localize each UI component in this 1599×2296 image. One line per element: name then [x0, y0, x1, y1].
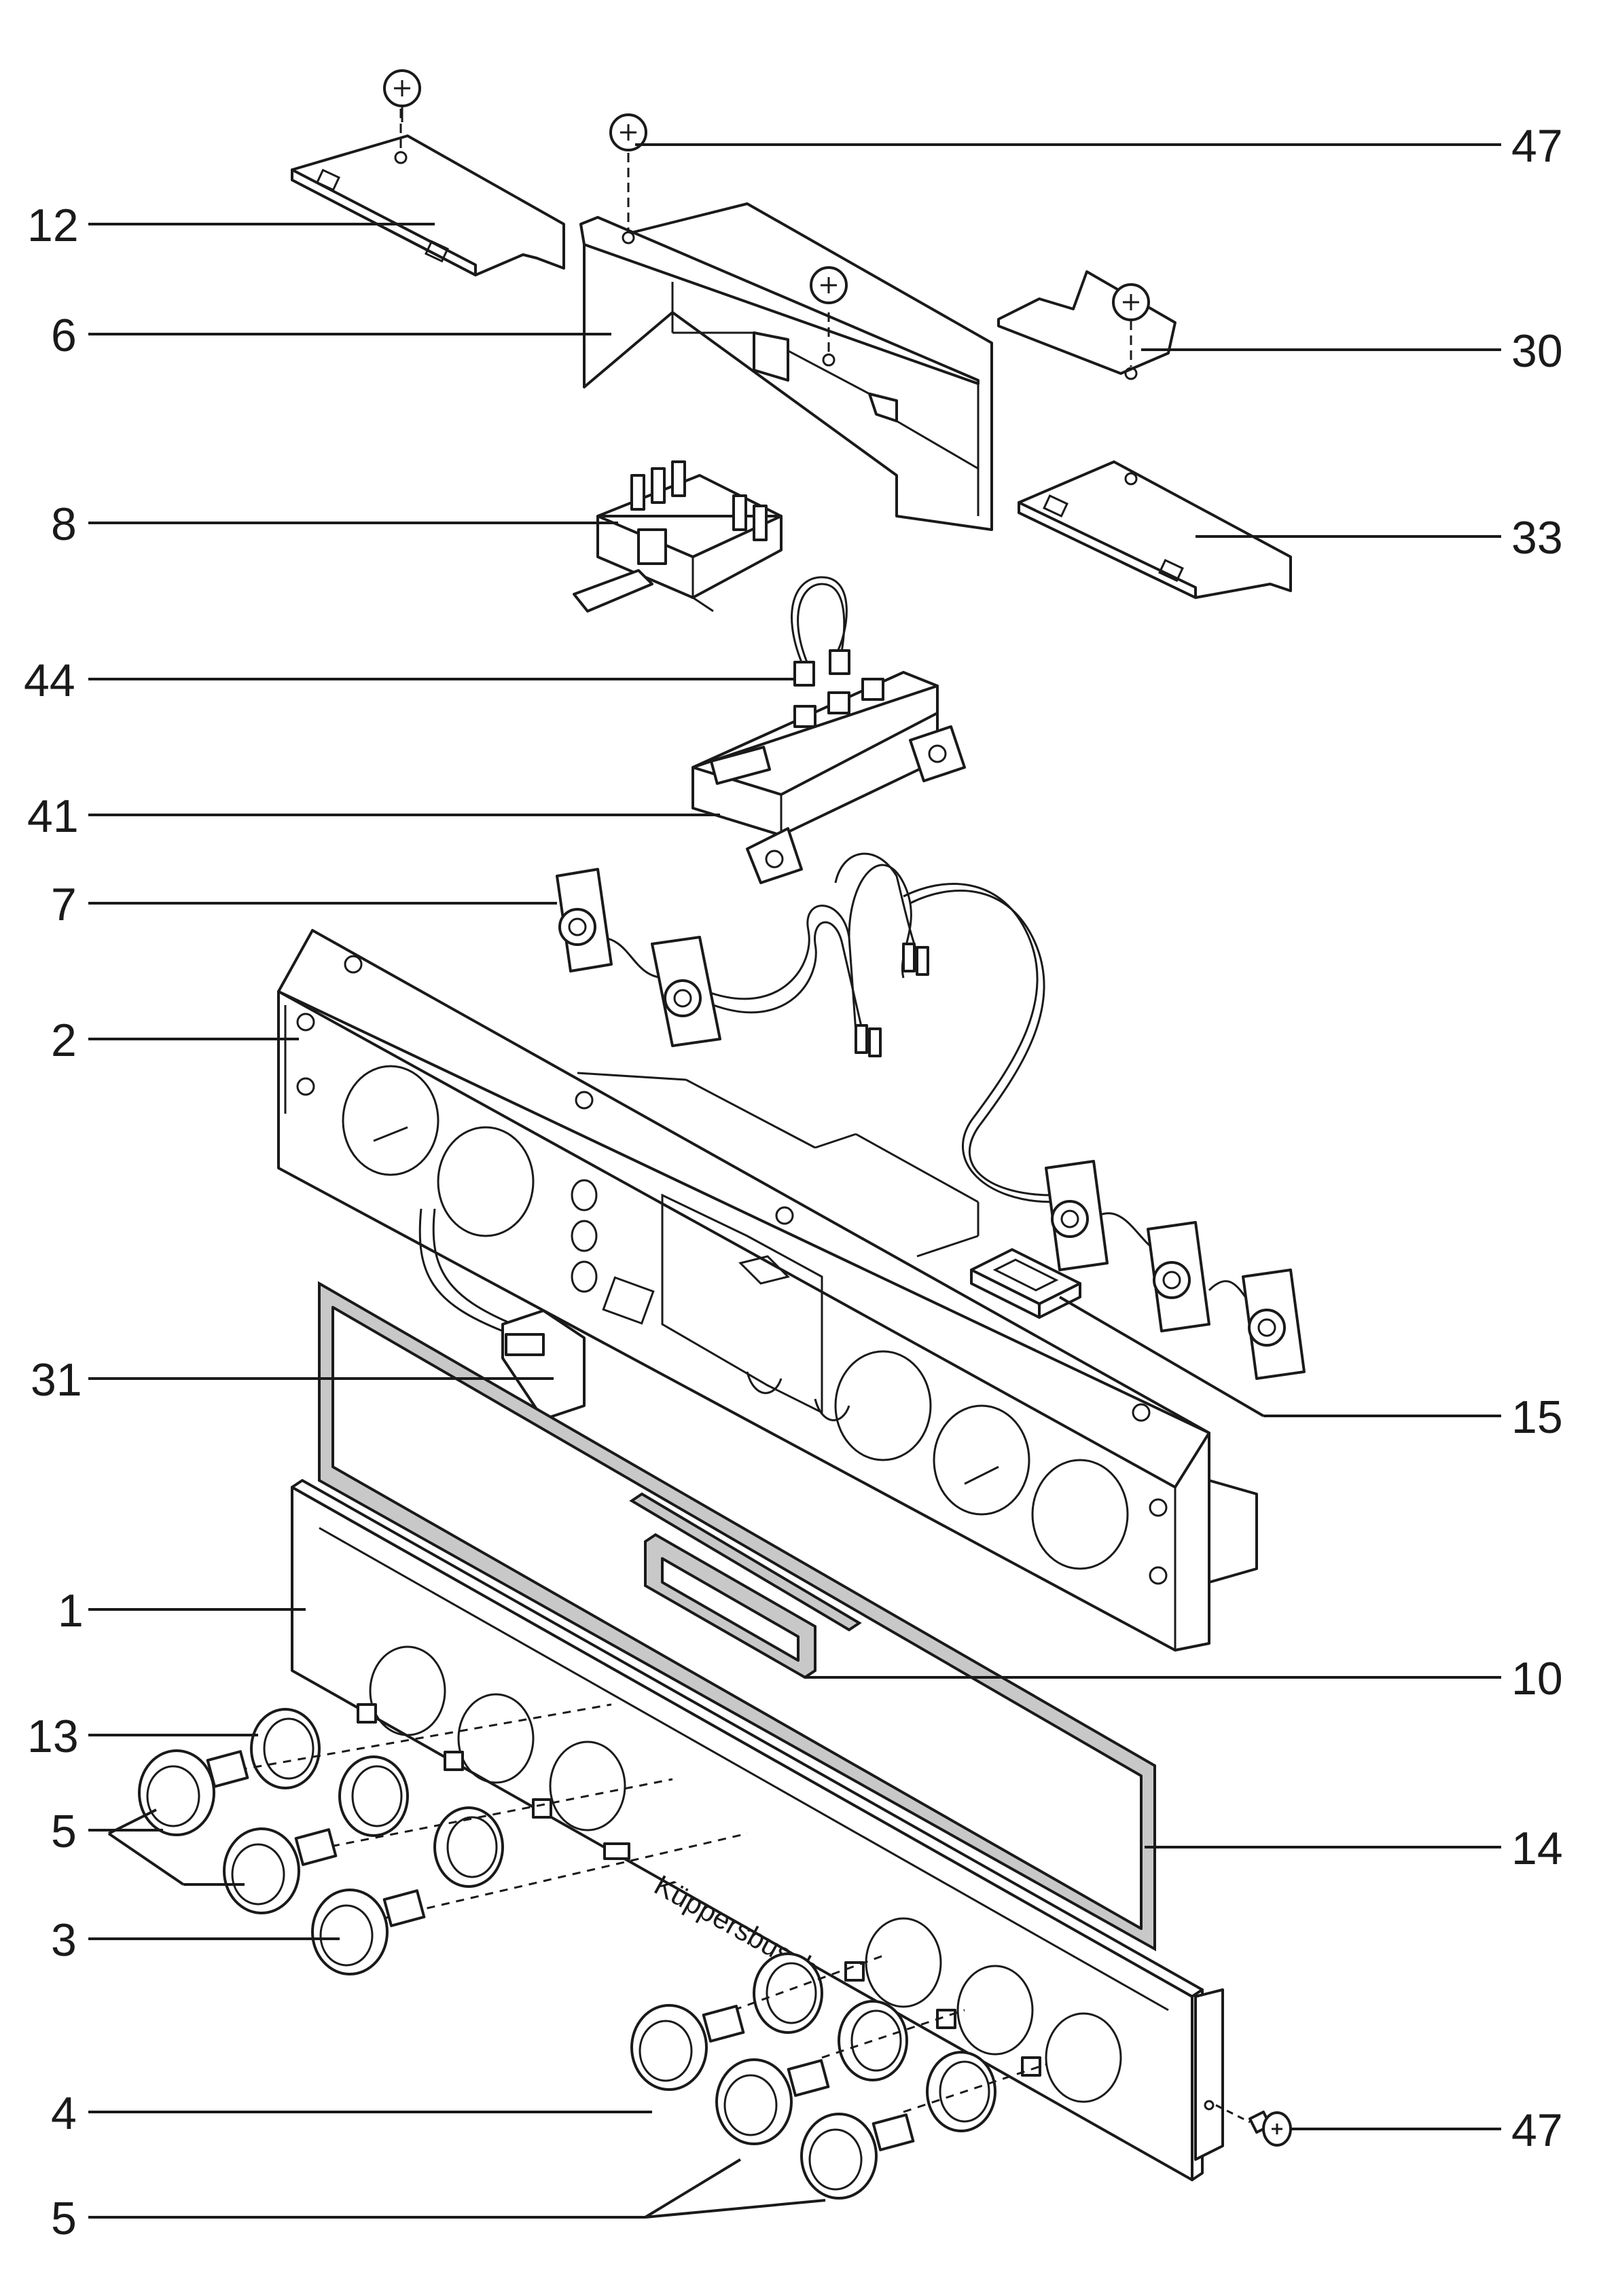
callout-7: 7 [51, 879, 77, 930]
callout-1: 1 [58, 1585, 84, 1637]
callout-13: 13 [27, 1711, 79, 1762]
callout-10: 10 [1511, 1653, 1563, 1705]
part-31-connector [418, 1208, 586, 1421]
callout-2: 2 [51, 1015, 77, 1066]
callout-31: 31 [31, 1354, 82, 1406]
part-30-bracket [997, 270, 1176, 380]
knob-group-left [138, 1703, 748, 1975]
callout-4: 4 [51, 2088, 77, 2139]
callout-labels: 12 6 8 44 41 7 2 31 1 13 5 3 4 5 47 30 3… [24, 120, 1563, 2244]
callout-41: 41 [27, 790, 79, 842]
callout-6: 6 [51, 310, 77, 361]
callout-47-bottom: 47 [1511, 2104, 1563, 2156]
callout-30: 30 [1511, 325, 1563, 377]
part-7-electrodes [556, 852, 1306, 1380]
part-6-top-cover [579, 113, 993, 531]
callout-3: 3 [51, 1914, 77, 1966]
callout-8: 8 [51, 498, 77, 550]
part-41-ignition-module [691, 671, 966, 884]
callout-47-top: 47 [1511, 120, 1563, 172]
part-1-fascia: Küppersbusch [291, 1479, 1224, 2181]
callout-5-upper: 5 [51, 1806, 77, 1857]
callout-5-lower: 5 [51, 2193, 77, 2244]
part-33-plate [1018, 460, 1292, 599]
part-10-display-window [629, 1492, 862, 1679]
leader-lines [88, 143, 1501, 2219]
part-2-panel-frame [277, 929, 1258, 1652]
callout-12: 12 [27, 200, 79, 251]
callout-14: 14 [1511, 1823, 1563, 1874]
part-44-wire-link [791, 576, 850, 687]
part-15-grommet [970, 1248, 1081, 1319]
callout-33: 33 [1511, 512, 1563, 564]
knob-group-right [630, 1952, 1047, 2200]
callout-15: 15 [1511, 1391, 1563, 1443]
part-12-bracket [291, 69, 565, 276]
callout-44: 44 [24, 655, 75, 706]
part-47-screw-bottom [1215, 2104, 1292, 2147]
part-8-switch [573, 460, 783, 613]
